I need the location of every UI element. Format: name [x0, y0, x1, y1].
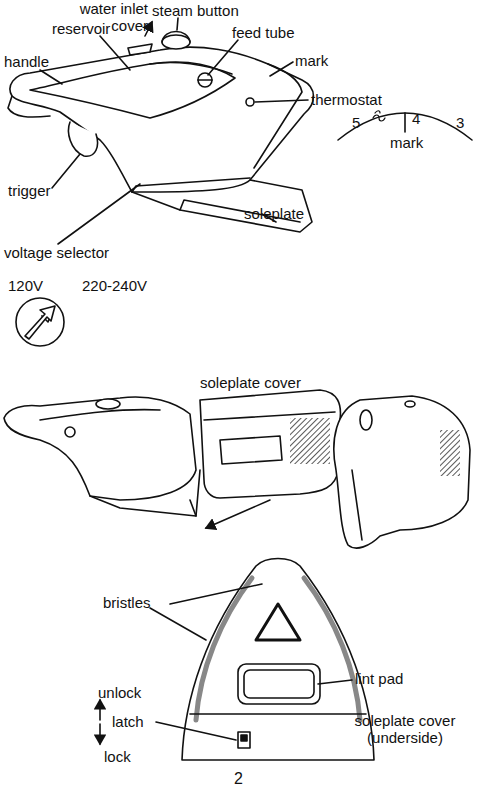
part-label: bristles [103, 594, 151, 611]
part-label: lint pad [355, 670, 403, 687]
part-label: voltage selector [4, 244, 109, 261]
part-label: trigger [8, 182, 51, 199]
page-number: 2 [234, 770, 243, 787]
voltage-selector-symbol [16, 298, 64, 346]
part-label: mark [390, 134, 423, 151]
part-label: feed tube [232, 24, 295, 41]
steam-symbol [373, 115, 385, 121]
voltage-label: 120V [8, 277, 43, 294]
dial-number: 4 [412, 110, 420, 127]
part-label: soleplate cover (underside) [340, 712, 470, 746]
dial-number: 3 [456, 114, 464, 131]
soleplate-cover-underside [182, 559, 374, 761]
part-label: soleplate [244, 205, 304, 222]
part-label: mark [295, 52, 328, 69]
position-label: lock [104, 748, 131, 765]
part-label: soleplate cover [200, 374, 301, 391]
part-label: thermostat [311, 91, 382, 108]
voltage-label: 220-240V [82, 277, 147, 294]
part-label: steam button [152, 2, 239, 19]
dial-number: 5 [352, 114, 360, 131]
steamer-top [8, 32, 314, 233]
steamer-with-cover [4, 390, 470, 548]
part-label: latch [112, 713, 144, 730]
part-label: reservoir [52, 20, 110, 37]
part-label: handle [4, 53, 49, 70]
position-label: unlock [98, 684, 141, 701]
